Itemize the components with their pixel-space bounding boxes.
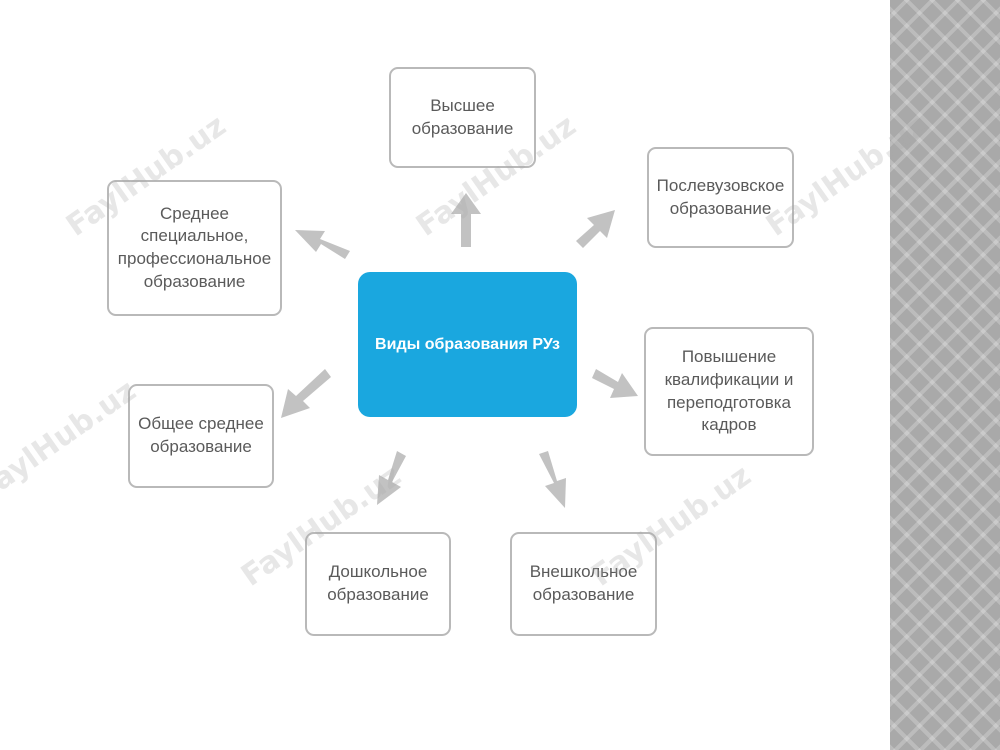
node-general-secondary-education: Общее среднее образование bbox=[128, 384, 274, 488]
node-general-secondary-education-label: Общее среднее образование bbox=[138, 414, 264, 456]
center-node-education-types: Виды образования РУз bbox=[358, 272, 577, 417]
arrow-to-general-secondary-education bbox=[281, 369, 331, 418]
node-extracurricular-education-label: Внешкольное образование bbox=[529, 562, 638, 604]
node-secondary-special-education: Среднее специальное, профессиональное об… bbox=[107, 180, 282, 316]
node-postgraduate-education: Послевузовское образование bbox=[647, 147, 794, 248]
arrow-to-retraining bbox=[592, 369, 638, 398]
arrow-to-postgraduate-education bbox=[576, 210, 615, 248]
arrow-to-extracurricular-education bbox=[539, 451, 566, 508]
node-preschool-education-label: Дошкольное образование bbox=[327, 562, 429, 604]
node-retraining: Повышение квалификации и переподготовка … bbox=[644, 327, 814, 456]
node-preschool-education: Дошкольное образование bbox=[305, 532, 451, 636]
arrow-to-preschool-education bbox=[377, 451, 406, 505]
node-postgraduate-education-label: Послевузовское образование bbox=[656, 175, 785, 218]
node-retraining-label: Повышение квалификации и переподготовка … bbox=[664, 347, 794, 435]
node-higher-education-label: Высшее образование bbox=[411, 95, 514, 138]
center-node-label: Виды образования РУз bbox=[375, 335, 560, 353]
node-extracurricular-education: Внешкольное образование bbox=[510, 532, 657, 636]
node-higher-education: Высшее образование bbox=[389, 67, 536, 168]
arrow-to-secondary-special-education bbox=[295, 230, 350, 259]
arrow-to-higher-education bbox=[451, 193, 481, 247]
side-decorative-pattern bbox=[890, 0, 1000, 750]
node-secondary-special-education-label: Среднее специальное, профессиональное об… bbox=[117, 203, 272, 291]
arrows-layer bbox=[281, 193, 638, 508]
